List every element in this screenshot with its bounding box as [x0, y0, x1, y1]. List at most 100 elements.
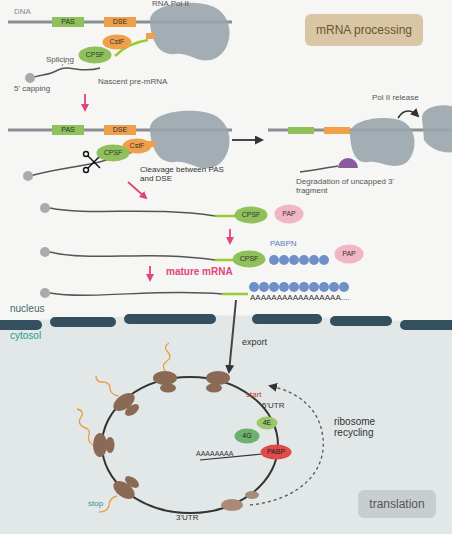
flow-arrow: [128, 182, 146, 198]
cap: [25, 73, 35, 83]
flow-arrow: [229, 229, 231, 243]
cpsf-protein: CPSF: [78, 46, 112, 64]
mrna-3end: [215, 259, 234, 262]
node-text: PAS: [61, 18, 75, 25]
node-text: DSE: [113, 126, 127, 133]
node-text: PAS: [61, 126, 75, 133]
node-text: CstF: [110, 38, 125, 45]
dse-element: DSE: [104, 125, 136, 135]
process-label: Pol II release: [372, 94, 452, 103]
exonuclease: [338, 158, 358, 168]
pas-element: PAS: [52, 125, 84, 135]
pol-ii-blob: [150, 111, 230, 169]
node-text: PABP: [267, 448, 285, 455]
process-label: ribosome recycling: [334, 416, 414, 438]
mrna: [50, 252, 215, 260]
flow-arrow: [149, 266, 151, 280]
dse-segment: [324, 127, 350, 134]
node-text: mRNA processing: [316, 24, 412, 37]
nascent-rna: [32, 68, 100, 78]
process-label: Cleavage between PAS and DSE: [140, 166, 230, 184]
eif4e-protein: 4E: [256, 416, 278, 430]
stage-box: translation: [358, 490, 436, 518]
compartment-label: cytosol: [10, 330, 70, 341]
node-text: translation: [369, 498, 424, 511]
compartment-label: nucleus: [10, 303, 70, 314]
node-text: CPSF: [240, 255, 259, 262]
nuclear-envelope: [0, 314, 452, 330]
mrna-3end: [222, 293, 248, 296]
stage-box: mRNA processing: [305, 14, 423, 46]
node-text: PAP: [342, 250, 356, 257]
mrna: [50, 208, 215, 216]
protein-label: PABPN: [270, 240, 320, 249]
cytosol-background: [0, 315, 452, 534]
process-label: export: [242, 338, 292, 348]
poly-a-tail: AAAAAAAAAAAAAAAAA....: [250, 294, 390, 303]
pabp-protein: PABP: [260, 444, 292, 460]
pap-protein: PAP: [274, 204, 304, 224]
ribosomes: [93, 371, 230, 503]
codon-label: stop: [88, 500, 128, 509]
node-text: PAP: [282, 210, 296, 217]
dse-element: DSE: [104, 17, 136, 27]
export-arrow: [229, 300, 236, 372]
process-label: 5' capping: [14, 85, 74, 94]
pap-protein: PAP: [334, 244, 364, 264]
cstf-protein: CstF: [102, 34, 132, 50]
cpsf-protein: CPSF: [232, 250, 266, 268]
codon-label: start: [246, 391, 286, 400]
mrna: [50, 292, 222, 295]
pabpn-beads: [249, 282, 349, 292]
node-text: CstF: [130, 142, 145, 149]
outline-shape: [335, 245, 364, 264]
molecule-label: mature mRNA: [166, 266, 246, 277]
recycling-arrow: [250, 386, 323, 505]
node-text: 4E: [263, 419, 272, 426]
molecule-label: Nascent pre-mRNA: [98, 78, 198, 87]
outline-shape: [97, 145, 130, 162]
dna-label: DNA: [14, 8, 54, 17]
free-ribosomes: [221, 491, 259, 511]
enzyme-label: RNA Pol II: [152, 0, 222, 9]
cap: [40, 247, 50, 257]
outline-shape: [79, 47, 112, 64]
fragment: [300, 166, 338, 172]
node-text: 4G: [242, 432, 251, 439]
cpsf-protein: CPSF: [234, 206, 268, 224]
pabpn-beads: [269, 255, 329, 265]
outline-shape: [235, 207, 268, 224]
outline-shape: [233, 251, 266, 268]
node-text: DSE: [113, 18, 127, 25]
region-label: 5'UTR: [262, 402, 302, 411]
pol-ii-blob: [150, 3, 230, 61]
node-text: CPSF: [104, 149, 123, 156]
outline-shape: [235, 429, 260, 444]
cap: [40, 203, 50, 213]
rna-exit: [146, 33, 155, 39]
mrna-3end: [215, 215, 236, 218]
process-label: Degradation of uncapped 3' fragment: [296, 178, 416, 196]
outline-shape: [257, 417, 278, 430]
released-pol-ii: [422, 105, 452, 152]
outline-shape: [261, 445, 292, 460]
eif4g-protein: 4G: [234, 428, 260, 444]
flow-arrow: [84, 94, 86, 110]
node-text: CPSF: [242, 211, 261, 218]
pas-element: PAS: [52, 17, 84, 27]
outline-shape: [103, 35, 132, 50]
branch-arrow: [232, 139, 262, 141]
release-arrow: [398, 111, 418, 118]
node-text: CPSF: [86, 51, 105, 58]
poly-a-tail: AAAAAAAA: [196, 450, 256, 458]
outline-shape: [275, 205, 304, 224]
region-label: 3'UTR: [176, 514, 216, 523]
cap: [40, 288, 50, 298]
cpsf-protein: CPSF: [96, 144, 130, 162]
process-label: Splicing: [46, 56, 96, 65]
pol-ii-blob: [350, 118, 415, 166]
nascent-peptides: [77, 343, 170, 512]
cap: [23, 171, 33, 181]
